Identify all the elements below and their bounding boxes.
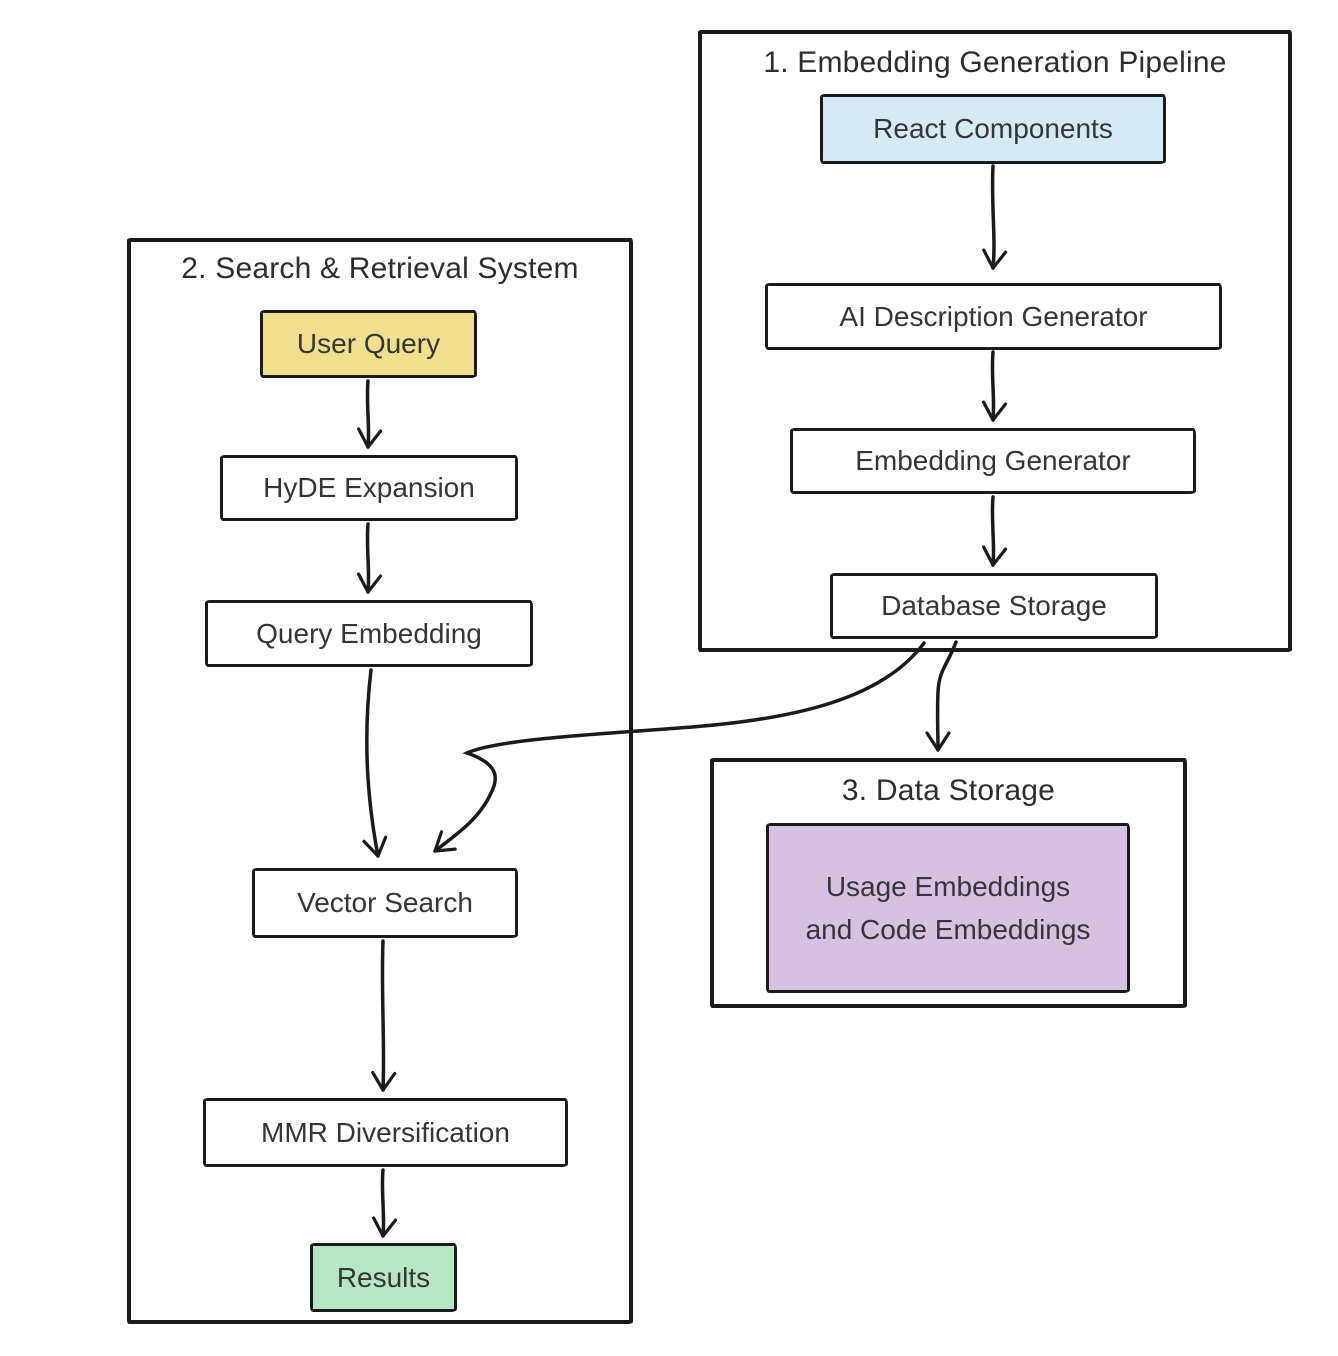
node-label-line-1: Usage Embeddings xyxy=(825,870,1071,902)
group-embedding-generation-pipeline: 1. Embedding Generation Pipeline xyxy=(698,30,1292,652)
node-usage-code-embeddings: Usage Embeddings and Code Embeddings xyxy=(766,823,1130,993)
node-results: Results xyxy=(310,1243,457,1312)
node-label: Usage Embeddings and Code Embeddings xyxy=(806,865,1091,952)
edge-database-to-data-storage xyxy=(925,640,958,752)
group-title-data-storage: 3. Data Storage xyxy=(841,774,1056,807)
group-data-storage: 3. Data Storage xyxy=(710,758,1187,1008)
node-ai-description-generator: AI Description Generator xyxy=(765,283,1222,350)
node-database-storage: Database Storage xyxy=(830,573,1158,639)
group-title-embedding-pipeline: 1. Embedding Generation Pipeline xyxy=(763,46,1227,79)
group-search-retrieval-system: 2. Search & Retrieval System xyxy=(127,238,633,1324)
node-label: HyDE Expansion xyxy=(263,472,475,504)
node-hyde-expansion: HyDE Expansion xyxy=(220,455,518,521)
node-vector-search: Vector Search xyxy=(252,868,518,938)
node-label: Query Embedding xyxy=(256,617,482,649)
node-label: Embedding Generator xyxy=(855,445,1131,477)
node-mmr-diversification: MMR Diversification xyxy=(203,1098,568,1167)
node-label-line-2: and Code Embeddings xyxy=(805,914,1091,945)
node-label: User Query xyxy=(296,328,441,360)
node-label: Results xyxy=(336,1261,431,1293)
node-label: Vector Search xyxy=(297,887,473,919)
node-label: AI Description Generator xyxy=(839,300,1148,332)
node-query-embedding: Query Embedding xyxy=(205,600,533,667)
node-label: MMR Diversification xyxy=(261,1116,510,1148)
node-embedding-generator: Embedding Generator xyxy=(790,428,1196,494)
node-user-query: User Query xyxy=(260,310,477,378)
group-title-search-retrieval: 2. Search & Retrieval System xyxy=(181,252,579,285)
node-react-components: React Components xyxy=(820,94,1166,164)
node-label: React Components xyxy=(873,113,1113,145)
node-label: Database Storage xyxy=(881,590,1107,622)
